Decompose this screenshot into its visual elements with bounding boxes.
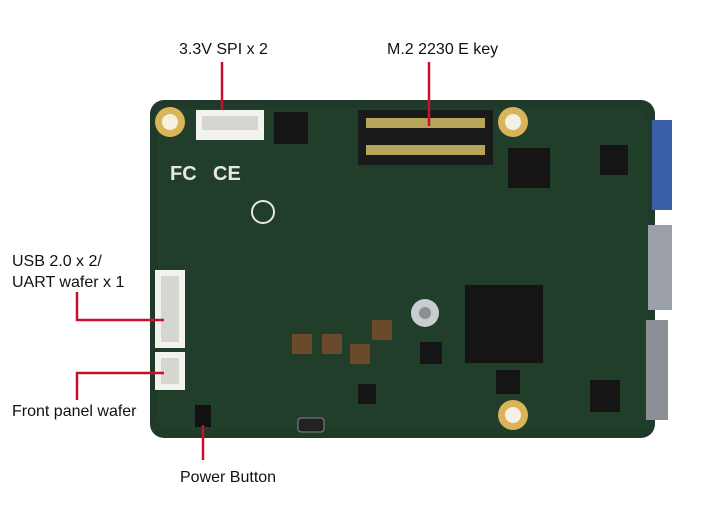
chip-top-left xyxy=(274,112,308,144)
hdmi-connector xyxy=(648,225,672,310)
label-front-panel: Front panel wafer xyxy=(12,403,137,420)
leader-front-panel xyxy=(75,371,164,400)
chip-small-1 xyxy=(420,342,442,364)
usb-connector xyxy=(652,120,672,210)
leader-lines xyxy=(75,62,431,460)
chip-m2-right xyxy=(508,148,550,188)
lan-connector xyxy=(646,320,668,420)
mount-hole-br xyxy=(498,400,528,430)
chip-right-1 xyxy=(600,145,628,175)
label-m2: M.2 2230 E key xyxy=(387,41,499,58)
chip-small-2 xyxy=(496,370,520,394)
mount-hole-tl xyxy=(155,107,185,137)
chip-right-2 xyxy=(590,380,620,412)
fcc-mark: FC xyxy=(170,163,197,185)
leader-usb xyxy=(75,292,164,322)
power-button xyxy=(195,405,211,427)
mount-hole-tr xyxy=(498,107,528,137)
ce-mark: CE xyxy=(213,163,241,185)
soc-chip xyxy=(465,285,543,363)
mount-hole-center xyxy=(411,299,439,327)
label-usb-line2: UART wafer x 1 xyxy=(12,274,125,291)
label-power-button: Power Button xyxy=(180,469,277,486)
rohs-mark xyxy=(251,200,275,224)
label-usb-line1: USB 2.0 x 2/ xyxy=(12,253,102,270)
label-spi: 3.3V SPI x 2 xyxy=(179,41,268,58)
